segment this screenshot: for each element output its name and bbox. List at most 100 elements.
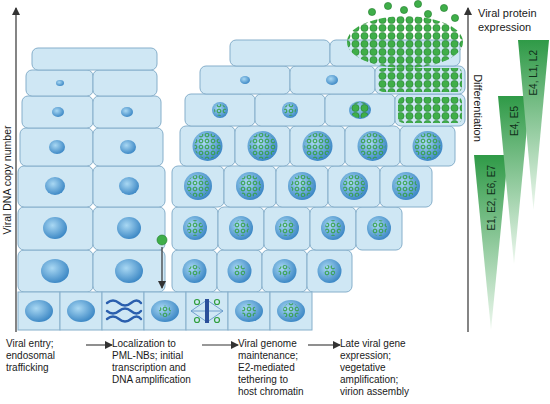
nucleus	[119, 177, 139, 195]
cell	[185, 94, 255, 126]
spindle-fiber	[191, 311, 207, 322]
entering-virion	[157, 235, 167, 245]
cell	[235, 126, 290, 166]
wedge-fill	[474, 155, 508, 330]
basal-cell	[144, 292, 186, 330]
nucleus	[193, 131, 223, 161]
cell	[93, 96, 161, 128]
cell	[310, 207, 356, 250]
cell	[255, 94, 325, 126]
nucleus	[151, 300, 179, 322]
released-virion	[451, 14, 458, 21]
cell	[200, 66, 290, 94]
cell	[400, 126, 455, 166]
cell	[264, 207, 310, 250]
viral-genomes	[159, 305, 171, 317]
viral-genomes	[189, 265, 201, 277]
cell	[172, 166, 224, 207]
cell	[172, 250, 217, 292]
legend-heading: Viral protein expression	[478, 6, 550, 34]
released-virion	[414, 0, 421, 7]
nucleus	[228, 259, 252, 283]
nucleus	[41, 259, 69, 283]
nucleus	[236, 172, 264, 200]
cell	[380, 166, 432, 207]
nucleus	[183, 259, 207, 283]
cell	[290, 126, 345, 166]
spindle-fiber	[207, 300, 223, 311]
viral-genomes	[284, 104, 296, 116]
cell	[32, 48, 157, 70]
cell	[325, 94, 395, 126]
nucleus	[67, 300, 95, 322]
nucleus	[115, 259, 143, 283]
nucleus	[349, 101, 371, 119]
stage-text: Late viral gene expression; vegetative a…	[340, 338, 422, 398]
viral-genomes	[239, 175, 261, 197]
cell	[93, 166, 165, 207]
released-virion	[368, 8, 375, 15]
chromosome	[107, 309, 141, 314]
nucleus	[117, 217, 141, 239]
cell	[172, 207, 218, 250]
nucleus	[229, 216, 253, 240]
axis-label: Viral DNA copy number	[0, 80, 14, 280]
viral-genomes	[233, 220, 249, 236]
nucleus	[121, 107, 133, 117]
nucleus	[184, 172, 212, 200]
basal-cell	[102, 292, 144, 330]
stage-description: Viral entry; endosomal trafficking	[6, 338, 86, 374]
flow-arrow	[202, 344, 238, 345]
viral-genomes	[195, 133, 221, 159]
cell	[230, 40, 330, 66]
nucleus	[248, 131, 278, 161]
released-virion	[424, 10, 431, 17]
viral-genomes	[325, 220, 341, 236]
released-virion	[384, 2, 391, 9]
flow-arrow	[308, 344, 340, 345]
flow-arrow	[86, 344, 112, 345]
virion-cluster	[378, 68, 462, 92]
stage-text: Viral genome maintenance; E2-mediated te…	[238, 338, 308, 398]
nucleus	[413, 131, 443, 161]
expression-wedge: E4, L1, L2	[518, 40, 549, 210]
viral-genomes	[187, 220, 203, 236]
viral-genomes	[291, 175, 313, 197]
viral-genomes	[305, 133, 331, 159]
stage-description: Late viral gene expression; vegetative a…	[340, 338, 422, 398]
stage-text: Localization to PML-NBs; initial transcr…	[112, 338, 202, 386]
genome-ring	[215, 300, 220, 305]
cell	[18, 207, 93, 250]
nucleus	[212, 102, 228, 118]
protein-label: E4, L1, L2	[528, 50, 539, 96]
nucleus	[49, 140, 65, 154]
copy-number-axis	[15, 8, 16, 332]
viral-genomes	[415, 133, 441, 159]
basal-cell	[228, 292, 270, 330]
cell	[345, 126, 400, 166]
protein-label: E1, E2, E6, E7	[486, 165, 497, 231]
cell	[18, 166, 93, 207]
spindle-fiber	[191, 311, 207, 312]
stage-description: Localization to PML-NBs; initial transcr…	[112, 338, 202, 386]
cell	[26, 70, 93, 96]
nucleus	[282, 102, 298, 118]
cell	[93, 128, 163, 166]
cell	[307, 250, 352, 292]
spindle-fiber	[191, 300, 207, 311]
entry-arrow	[161, 247, 162, 288]
viral-genomes	[234, 265, 246, 277]
viral-genomes	[360, 133, 386, 159]
nucleus	[340, 172, 368, 200]
released-virion	[400, 6, 407, 13]
stage-description: Viral genome maintenance; E2-mediated te…	[238, 338, 308, 398]
viral-genomes	[371, 220, 387, 236]
nucleus	[52, 107, 64, 117]
viral-genomes	[214, 104, 226, 116]
viral-genomes	[343, 175, 365, 197]
wedge-fill	[498, 96, 530, 264]
nucleus	[367, 216, 391, 240]
cell	[22, 96, 93, 128]
cell	[180, 126, 235, 166]
viral-genomes	[283, 303, 299, 319]
